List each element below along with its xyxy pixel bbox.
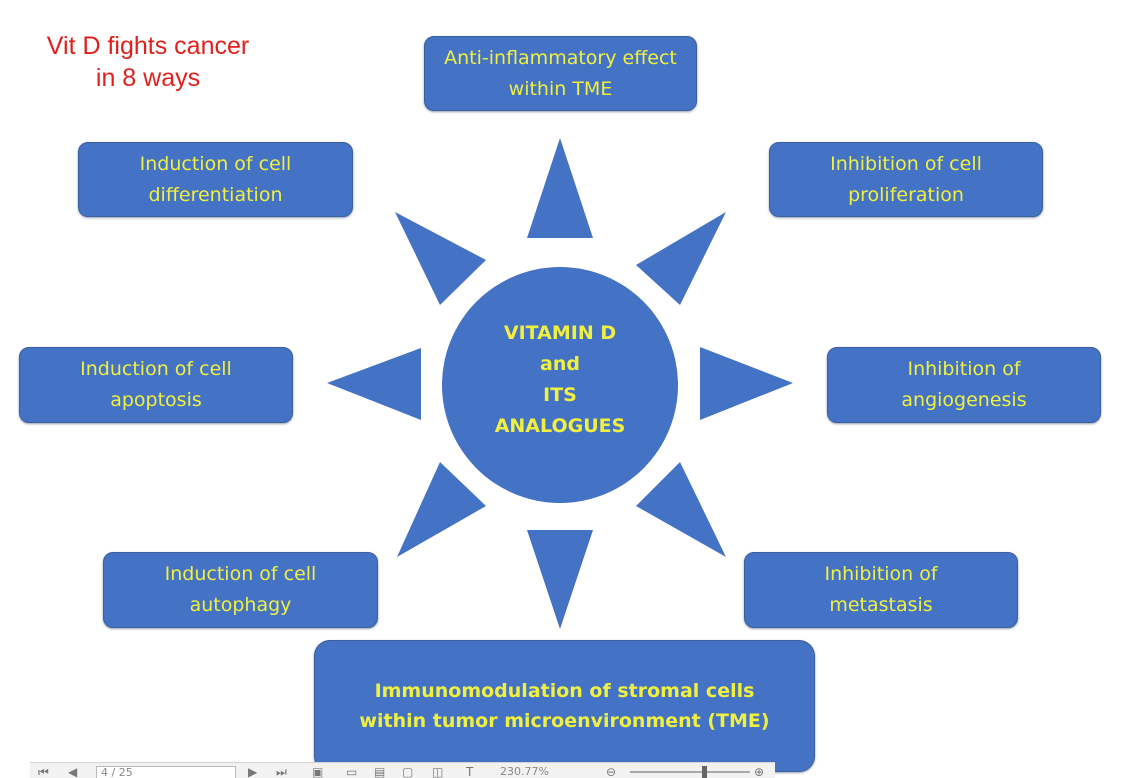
continuous-page-icon[interactable]: ▤ xyxy=(374,765,386,778)
headline-line-1: Vit D fights cancer xyxy=(46,32,250,60)
box-text-line-2: proliferation xyxy=(848,183,964,206)
ray-bottom xyxy=(527,530,593,629)
box-text-line-1: Induction of cell xyxy=(80,358,232,380)
zoom-out-icon[interactable]: ⊖ xyxy=(606,765,617,778)
previous-page-icon[interactable]: ◀ xyxy=(68,765,78,778)
ray-top-right xyxy=(636,212,726,305)
next-page-icon[interactable]: ▶ xyxy=(248,765,258,778)
box-text-line-2: angiogenesis xyxy=(901,389,1027,411)
center-label: VITAMIN D and ITS ANALOGUES xyxy=(444,318,676,442)
box-text-line-2: within tumor microenvironment (TME) xyxy=(359,710,770,732)
first-page-icon[interactable]: ⏮ xyxy=(38,765,49,778)
single-page-icon[interactable]: ▭ xyxy=(346,765,358,778)
ray-top xyxy=(527,138,593,238)
headline-line-2: in 8 ways xyxy=(95,64,201,92)
box-text-line-2: differentiation xyxy=(148,183,283,206)
box-text-line-1: Inhibition of cell xyxy=(830,152,982,175)
zoom-in-icon[interactable]: ⊕ xyxy=(754,765,765,778)
box-metastasis: Inhibition of metastasis xyxy=(744,552,1018,628)
box-text-line-1: Anti-inflammatory effect xyxy=(444,46,677,69)
ray-bottom-right xyxy=(636,462,726,557)
zoom-field[interactable]: 230.77% xyxy=(500,766,600,778)
box-text-line-1: Inhibition of xyxy=(907,358,1021,380)
box-anti-inflammatory: Anti-inflammatory effect within TME xyxy=(424,36,697,111)
zoom-text: 230.77% xyxy=(500,765,549,778)
box-text-line-1: Induction of cell xyxy=(139,152,292,175)
box-text-line-1: Inhibition of xyxy=(824,563,938,585)
box-text-line-2: metastasis xyxy=(829,594,933,616)
box-text-line-1: Induction of cell xyxy=(164,563,317,585)
center-line-4: ANALOGUES xyxy=(494,415,626,437)
zoom-slider[interactable] xyxy=(630,771,750,773)
center-line-1: VITAMIN D xyxy=(503,322,617,344)
ray-left xyxy=(327,348,421,420)
fit-page-icon[interactable]: ▢ xyxy=(402,765,414,778)
center-line-3: ITS xyxy=(543,384,577,406)
box-text-line-2: autophagy xyxy=(189,594,292,616)
box-text-line-1: Immunomodulation of stromal cells xyxy=(374,680,755,702)
text-tool-icon[interactable]: T xyxy=(466,765,474,778)
ray-right xyxy=(700,347,793,420)
last-page-icon[interactable]: ⏭ xyxy=(276,765,287,778)
box-cell-proliferation: Inhibition of cell proliferation xyxy=(769,142,1043,217)
box-text-line-2: within TME xyxy=(508,77,613,100)
box-cell-apoptosis: Induction of cell apoptosis xyxy=(19,347,293,423)
viewer-toolbar: ⏮ ◀ 4 / 25 ▶ ⏭ ▣ ▭ ▤ ▢ ◫ T 230.77% ⊖ ⊕ xyxy=(30,762,775,778)
center-line-2: and xyxy=(540,353,580,375)
ray-top-left xyxy=(395,212,486,305)
box-angiogenesis: Inhibition of angiogenesis xyxy=(827,347,1101,423)
page-number-text: 4 / 25 xyxy=(101,766,133,778)
zoom-slider-thumb[interactable] xyxy=(702,766,707,778)
page-number-field[interactable]: 4 / 25 xyxy=(96,766,236,778)
diagram-headline: Vit D fights cancer in 8 ways xyxy=(18,30,278,94)
box-cell-autophagy: Induction of cell autophagy xyxy=(103,552,378,628)
page-layout-icon[interactable]: ▣ xyxy=(312,765,324,778)
box-immunomodulation: Immunomodulation of stromal cells within… xyxy=(314,640,815,772)
two-page-icon[interactable]: ◫ xyxy=(432,765,444,778)
center-circle xyxy=(442,267,678,503)
box-cell-differentiation: Induction of cell differentiation xyxy=(78,142,353,217)
ray-bottom-left xyxy=(397,462,486,557)
box-text-line-2: apoptosis xyxy=(110,389,202,411)
